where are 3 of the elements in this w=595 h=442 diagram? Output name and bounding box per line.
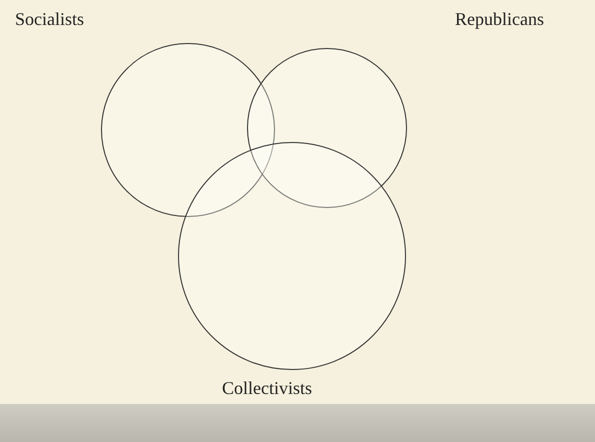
- set-label: Socialists: [15, 9, 84, 30]
- set-label: Republicans: [455, 9, 544, 30]
- set-label: Collectivists: [222, 378, 312, 399]
